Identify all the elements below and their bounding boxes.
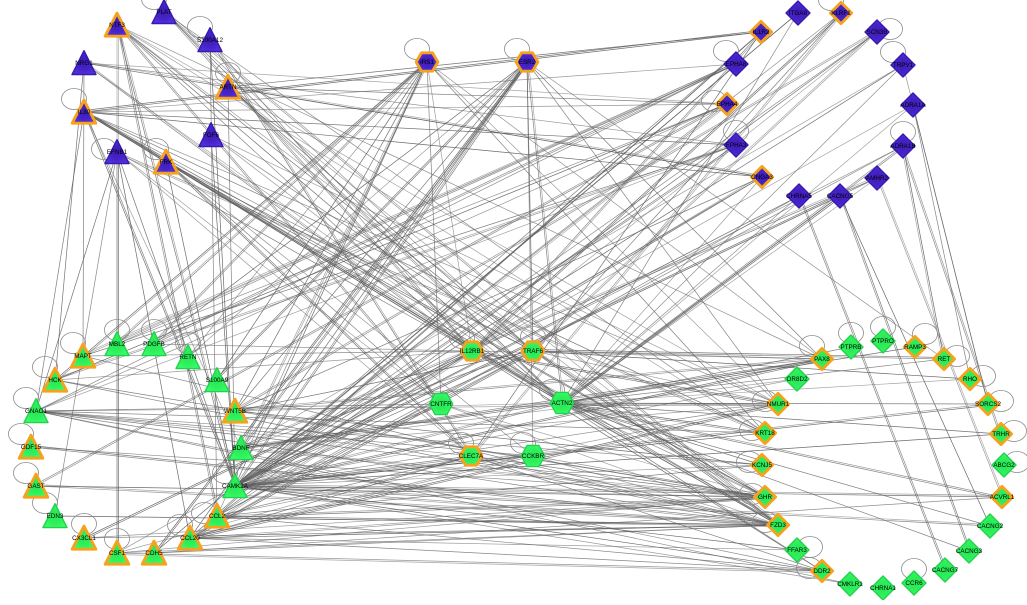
svg-text:CMKLR1: CMKLR1 [837,581,863,588]
svg-text:CNTFR: CNTFR [430,401,452,408]
svg-text:ACVRL1: ACVRL1 [990,494,1015,501]
svg-text:TRPV1: TRPV1 [893,62,914,69]
svg-text:ADRA1B: ADRA1B [890,143,915,150]
svg-text:PDGFB: PDGFB [143,341,165,348]
svg-text:CCL20: CCL20 [180,535,200,542]
svg-text:CDH5: CDH5 [145,550,163,557]
svg-text:ACTN2: ACTN2 [552,400,573,407]
svg-text:RAMP3: RAMP3 [904,344,926,351]
svg-text:EPHA3: EPHA3 [726,142,747,149]
svg-text:SCN3B: SCN3B [867,29,888,36]
svg-text:PTPRB: PTPRB [841,344,862,351]
svg-text:TRHR: TRHR [992,431,1010,438]
svg-text:DDR2: DDR2 [813,568,831,575]
svg-text:RETN: RETN [179,354,197,361]
svg-text:ESR2: ESR2 [519,59,536,66]
svg-text:EPHA8: EPHA8 [726,61,747,68]
svg-text:CCKBR: CCKBR [522,453,544,460]
svg-text:GDF15: GDF15 [21,444,42,451]
svg-text:TRAF6: TRAF6 [523,348,543,355]
svg-text:EDN3: EDN3 [47,513,64,520]
svg-text:KCNJ5: KCNJ5 [752,462,772,469]
svg-text:ADRA1A: ADRA1A [900,102,926,109]
svg-text:CSF1: CSF1 [109,550,126,557]
svg-text:RHO: RHO [963,376,977,383]
svg-text:CACNG7: CACNG7 [932,567,959,574]
svg-text:IL30: IL30 [78,109,91,116]
svg-text:CACNG3: CACNG3 [956,548,983,555]
svg-text:S100A12: S100A12 [197,37,223,44]
svg-text:GNAO1: GNAO1 [25,408,48,415]
svg-text:BDNF: BDNF [232,445,249,452]
svg-text:CAMK2A: CAMK2A [222,483,249,490]
svg-text:NMUR1: NMUR1 [767,401,790,408]
svg-text:FGF6: FGF6 [203,132,220,139]
svg-text:ITGA8: ITGA8 [789,10,808,17]
svg-text:EPHA4: EPHA4 [717,101,738,108]
svg-text:CHRNA1: CHRNA1 [870,585,896,592]
svg-text:CX3CL1: CX3CL1 [72,535,96,542]
svg-text:EFNB1: EFNB1 [107,149,128,156]
svg-text:OR8D2: OR8D2 [787,376,808,383]
svg-text:FFAR3: FFAR3 [787,547,807,554]
svg-text:NRG1: NRG1 [75,60,93,67]
svg-text:GAST: GAST [27,483,44,490]
svg-text:GHR: GHR [758,494,772,501]
svg-text:IRS1: IRS1 [420,59,434,66]
svg-text:PLAT: PLAT [156,9,171,16]
svg-text:CLEC7A: CLEC7A [459,453,484,460]
svg-text:AMHR2: AMHR2 [866,175,889,182]
svg-text:IL12RB1: IL12RB1 [460,348,485,355]
svg-text:IL1R2: IL1R2 [753,29,770,36]
svg-text:CHRNA5: CHRNA5 [786,193,812,200]
svg-text:KRT18: KRT18 [755,430,775,437]
svg-text:CACNG5: CACNG5 [827,193,854,200]
svg-text:FRK: FRK [160,159,173,166]
svg-text:MBL2: MBL2 [109,341,126,348]
svg-text:PTPRO: PTPRO [872,338,894,345]
svg-text:FZD3: FZD3 [770,522,786,529]
svg-text:S100A9: S100A9 [206,377,229,384]
svg-text:SORCS2: SORCS2 [975,401,1001,408]
svg-text:CCR6: CCR6 [905,580,923,587]
svg-text:CACNG2: CACNG2 [977,523,1004,530]
svg-text:MAPT: MAPT [74,353,92,360]
svg-text:CNGA3: CNGA3 [751,174,773,181]
svg-text:CCL2: CCL2 [209,513,226,520]
svg-text:ARTN: ARTN [219,84,236,91]
svg-text:HCK: HCK [48,377,62,384]
svg-text:PAX8: PAX8 [814,356,830,363]
svg-text:KLRF1: KLRF1 [831,10,851,17]
svg-text:ABCG2: ABCG2 [993,462,1015,469]
svg-text:RET: RET [938,356,951,363]
svg-text:NTF3: NTF3 [109,22,125,29]
svg-text:WNT5B: WNT5B [224,408,246,415]
